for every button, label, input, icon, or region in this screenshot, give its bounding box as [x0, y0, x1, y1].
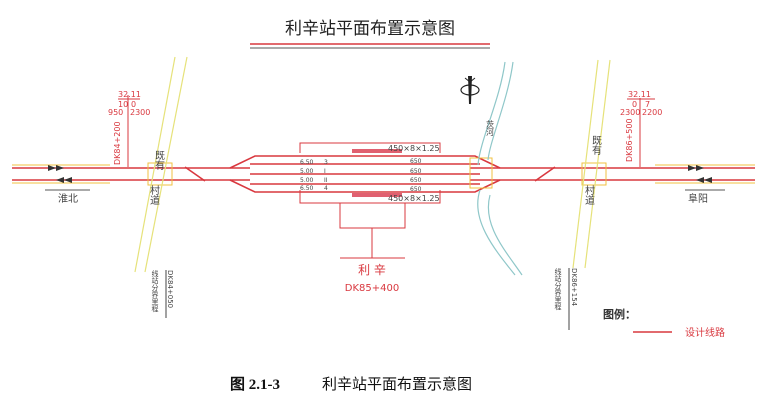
- svg-text:650: 650: [410, 186, 422, 193]
- svg-text:II: II: [324, 177, 328, 184]
- svg-text:DK86+154: DK86+154: [570, 268, 578, 307]
- caption-number: 图 2.1-3: [230, 376, 280, 393]
- svg-text:DK86+500: DK86+500: [625, 118, 634, 162]
- svg-text:650: 650: [410, 158, 422, 165]
- svg-text:32.11: 32.11: [628, 90, 651, 99]
- platform-top: 450×8×1.25: [388, 144, 440, 153]
- station-mileage: DK85+400: [345, 283, 399, 294]
- svg-text:3: 3: [324, 159, 328, 166]
- svg-text:6.50: 6.50: [300, 185, 314, 192]
- river: [477, 61, 523, 276]
- direction-left: 淮北: [58, 193, 78, 205]
- svg-text:I: I: [324, 168, 326, 175]
- svg-text:2200: 2200: [642, 108, 662, 117]
- svg-text:DK84+200: DK84+200: [113, 121, 122, 165]
- legend-item: 设计线路: [685, 326, 725, 339]
- svg-text:2300: 2300: [620, 108, 640, 117]
- svg-text:32.11: 32.11: [118, 90, 141, 99]
- boundary-left: 线站分界里程 DK84+050: [151, 269, 174, 318]
- right-point-annotation: 32.11 0 7 2300 2200 DK86+500: [620, 90, 662, 167]
- track-boundary-yellow: [12, 157, 755, 189]
- station-yard: 450×8×1.25 450×8×1.25 6.50 5.00 5.00 6.5…: [299, 142, 441, 294]
- left-point-annotation: 32.11 10 0 950 2300 DK84+200: [108, 90, 150, 167]
- main-tracks: [12, 155, 755, 193]
- svg-text:10: 10: [118, 100, 128, 109]
- legend-title: 图例：: [603, 307, 636, 321]
- svg-text:0: 0: [131, 100, 136, 109]
- river-label: 茨河: [486, 119, 495, 136]
- svg-text:950: 950: [108, 108, 123, 117]
- svg-text:5.00: 5.00: [300, 168, 314, 175]
- road-label-village-left: 村道: [148, 184, 160, 205]
- road-label-existing-left: 既有: [153, 150, 165, 171]
- svg-text:0: 0: [632, 100, 637, 109]
- boundary-right: 线站分界里程 DK86+154: [554, 267, 578, 330]
- svg-text:2300: 2300: [130, 108, 150, 117]
- diagram-title: 利辛站平面布置示意图: [285, 19, 455, 39]
- platform-bottom: 450×8×1.25: [388, 194, 440, 203]
- village-roads: [134, 56, 611, 273]
- svg-text:DK84+050: DK84+050: [166, 270, 174, 308]
- station-name: 利 辛: [358, 263, 386, 277]
- svg-text:7: 7: [645, 100, 650, 109]
- svg-text:线站分界里程: 线站分界里程: [554, 267, 562, 311]
- svg-text:4: 4: [324, 185, 328, 192]
- road-label-existing-right: 既有: [590, 135, 602, 156]
- svg-text:线站分界里程: 线站分界里程: [151, 269, 159, 313]
- caption-text: 利辛站平面布置示意图: [322, 375, 472, 393]
- direction-arrows: [48, 165, 712, 183]
- svg-text:650: 650: [410, 168, 422, 175]
- svg-text:5.00: 5.00: [300, 177, 314, 184]
- svg-text:6.50: 6.50: [300, 159, 314, 166]
- north-arrow-icon: [460, 76, 480, 104]
- svg-text:650: 650: [410, 177, 422, 184]
- road-label-village-right: 村道: [583, 184, 595, 205]
- direction-right: 阜阳: [688, 192, 708, 205]
